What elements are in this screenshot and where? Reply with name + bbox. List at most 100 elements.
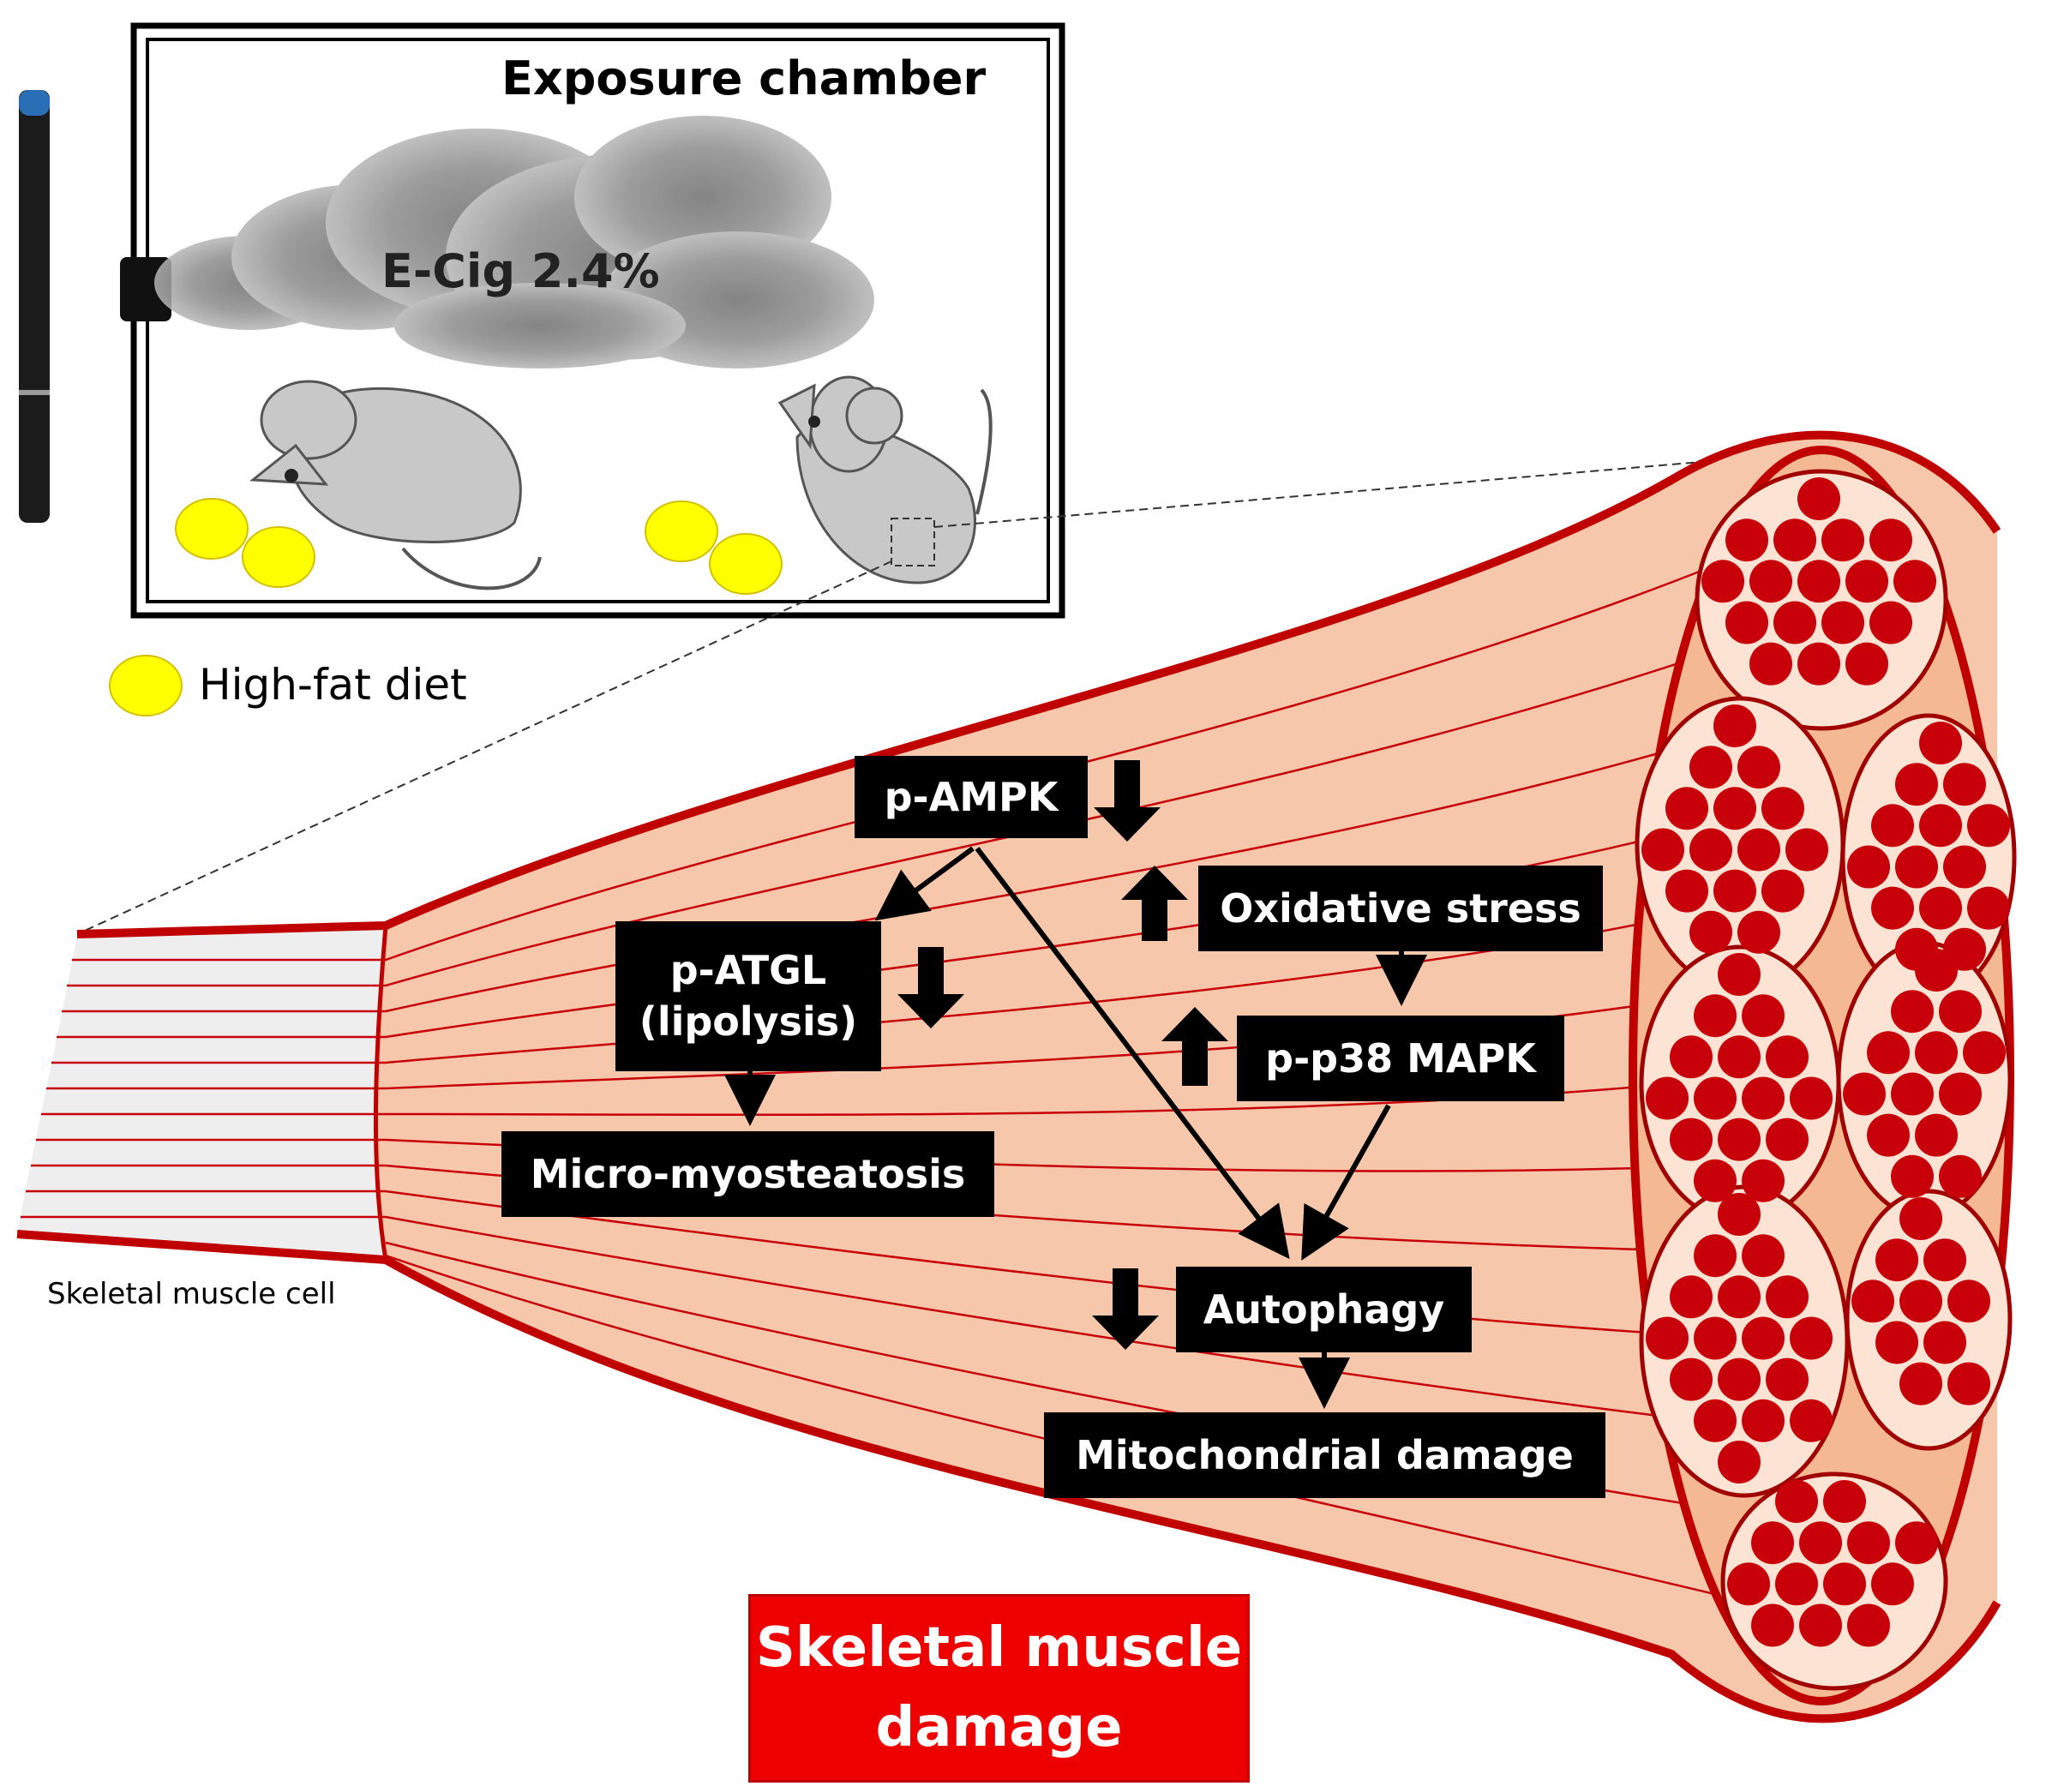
fiber-dot xyxy=(1919,722,1962,764)
fiber-dot xyxy=(1694,994,1737,1038)
fiber-dot xyxy=(1895,763,1938,806)
fiber-dot xyxy=(1689,746,1732,789)
outcome-box: Skeletal muscle damage xyxy=(748,1594,1250,1783)
fiber-dot xyxy=(1737,828,1780,872)
fiber-dot xyxy=(1790,1316,1833,1360)
increase-arrow-p-p38 xyxy=(1161,1007,1228,1086)
fiber-dot xyxy=(1742,1159,1785,1202)
fiber-dot xyxy=(1694,1234,1737,1278)
fiber-dot xyxy=(1847,1603,1890,1647)
fiber-dot xyxy=(1718,1193,1761,1236)
fiber-dot xyxy=(1915,1031,1958,1075)
fiber-dot xyxy=(1773,518,1816,562)
node-autophagy: Autophagy xyxy=(1176,1267,1472,1352)
fiber-dot xyxy=(1665,869,1708,913)
fiber-dot xyxy=(1895,1521,1938,1565)
diet-pellets xyxy=(175,498,783,595)
fiber-dot xyxy=(1742,1399,1785,1442)
fiber-dot xyxy=(1821,518,1864,562)
fiber-dot xyxy=(1869,601,1912,644)
fiber-dot xyxy=(1742,1076,1785,1120)
fiber-dot xyxy=(1823,1480,1866,1523)
decrease-arrow-p-atgl xyxy=(897,947,964,1028)
fiber-dot xyxy=(1899,1280,1942,1323)
fiber-dot xyxy=(1670,1357,1713,1401)
ecig-device xyxy=(19,90,50,523)
fiber-dot xyxy=(1891,1154,1934,1198)
fiber-dot xyxy=(1797,642,1840,686)
fiber-dot xyxy=(1725,518,1768,562)
fiber-dot xyxy=(1749,560,1792,603)
fiber-dot xyxy=(1689,828,1732,872)
fiber-dot xyxy=(1766,1035,1809,1079)
fiber-dot xyxy=(1713,869,1756,913)
decrease-arrow-p-ampk xyxy=(1094,760,1161,842)
fiber-dot xyxy=(1799,1521,1842,1565)
fiber-dot xyxy=(1823,1562,1866,1606)
fiber-dot xyxy=(1919,804,1962,848)
fiber-dot xyxy=(1967,886,2010,930)
fiber-dot xyxy=(1725,601,1768,644)
fiber-dot xyxy=(1670,1118,1713,1161)
node-p-ampk: p-AMPK xyxy=(855,756,1088,838)
fiber-dot xyxy=(1790,1399,1833,1442)
node-oxidative-stress: Oxidative stress xyxy=(1198,866,1603,951)
fiber-dot xyxy=(1845,642,1888,686)
fiber-dot xyxy=(1943,763,1986,806)
fiber-dot xyxy=(1742,994,1785,1038)
fiber-dot xyxy=(1737,746,1780,789)
fiber-dot xyxy=(1646,1076,1689,1120)
fiber-dot xyxy=(1797,560,1840,603)
fiber-dot xyxy=(1694,1316,1737,1360)
cell-label: Skeletal muscle cell xyxy=(47,1277,336,1311)
fiber-dot xyxy=(1799,1603,1842,1647)
fiber-dot xyxy=(1899,1362,1942,1405)
node-p-atgl-line2: (lipolysis) xyxy=(639,998,858,1045)
fiber-dot xyxy=(1665,787,1708,830)
fiber-dot xyxy=(1871,886,1914,930)
fiber-dot xyxy=(1737,910,1780,954)
fiber-dot xyxy=(1871,1562,1914,1606)
fiber-dot xyxy=(1963,1031,2006,1075)
outcome-line2: damage xyxy=(875,1696,1123,1759)
fiber-dot xyxy=(1718,1035,1761,1079)
fiber-dot xyxy=(1775,1480,1818,1523)
fiber-dot xyxy=(1718,953,1761,996)
fiber-dot xyxy=(1875,1238,1918,1282)
fiber-dot xyxy=(1871,804,1914,848)
legend-label: High-fat diet xyxy=(199,660,467,710)
fiber-dot xyxy=(1915,1113,1958,1157)
fiber-dot xyxy=(1891,1072,1934,1116)
fiber-dot xyxy=(1947,1280,1990,1323)
fiber-dot xyxy=(1766,1357,1809,1401)
fiber-dot xyxy=(1713,787,1756,830)
fiber-dot xyxy=(1773,601,1816,644)
fiber-dot xyxy=(1694,1159,1737,1202)
mouse-left xyxy=(249,380,542,590)
fiber-dot xyxy=(1694,1399,1737,1442)
muscle-cross-section xyxy=(1629,446,2017,1705)
fiber-dot xyxy=(1766,1275,1809,1319)
fiber-dot xyxy=(1847,1521,1890,1565)
mouse-right xyxy=(777,375,993,584)
fiber-dot xyxy=(1939,1072,1982,1116)
fiber-dot xyxy=(1742,1234,1785,1278)
fiber-dot xyxy=(1751,1521,1794,1565)
fiber-dot xyxy=(1646,1316,1689,1360)
node-p-p38-mapk: p-p38 MAPK xyxy=(1237,1016,1564,1101)
chamber-title: Exposure chamber xyxy=(501,51,987,105)
fiber-dot xyxy=(1718,1357,1761,1401)
fiber-dot xyxy=(1718,1441,1761,1483)
fiber-dot xyxy=(1919,886,1962,930)
fiber-dot xyxy=(1749,642,1792,686)
fiber-dot xyxy=(1893,560,1936,603)
fiber-dot xyxy=(1939,1154,1982,1198)
fiber-dot xyxy=(1869,518,1912,562)
fiber-dot xyxy=(1701,560,1744,603)
fiber-dot xyxy=(1967,804,2010,848)
fiber-dot xyxy=(1775,1562,1818,1606)
node-micro-myosteatosis: Micro-myosteatosis xyxy=(501,1131,994,1217)
fiber-dot xyxy=(1689,910,1732,954)
